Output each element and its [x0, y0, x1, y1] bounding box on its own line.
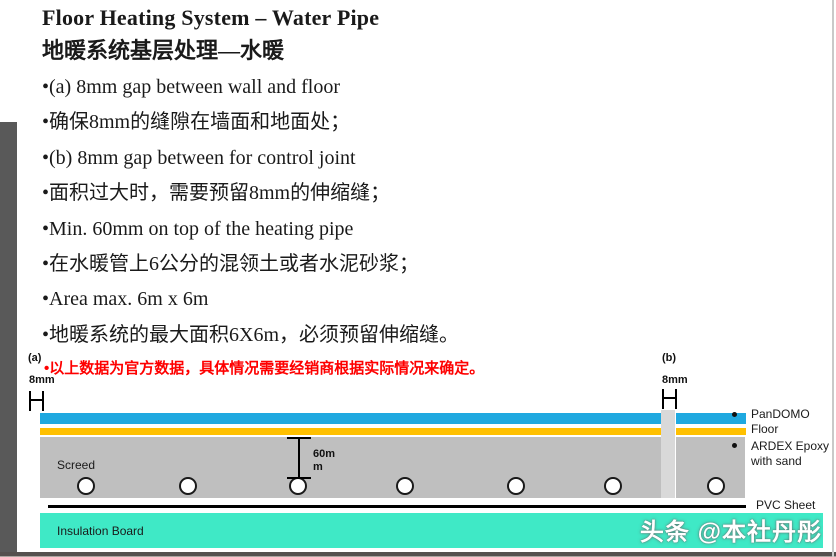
- slide-subtitle: 地暖系统基层处理—水暖: [42, 38, 285, 63]
- bullet-item: •Min. 60mm on top of the heating pipe: [42, 217, 354, 240]
- viewer-left-edge: [0, 122, 17, 552]
- heating-pipe: [707, 477, 725, 495]
- bullet-list: •(a) 8mm gap between wall and floor •确保8…: [42, 70, 459, 353]
- screed-layer: [40, 437, 661, 498]
- ardex-label-line2: with sand: [751, 454, 802, 468]
- heating-pipe: [77, 477, 95, 495]
- gap-a-size: 8mm: [29, 374, 55, 386]
- dim-60mm-label-line1: 60m: [313, 448, 336, 460]
- insulation-board-label: Insulation Board: [57, 524, 144, 538]
- dim-60mm-bottom-cap: [287, 477, 311, 479]
- bullet-item: •在水暖管上6公分的混领土或者水泥砂浆；: [42, 253, 420, 276]
- pandomo-floor-layer: [676, 413, 746, 424]
- viewer-right-edge: [832, 0, 834, 557]
- toutiao-watermark: 头条 @本社丹彤: [639, 519, 822, 546]
- slide-title: Floor Heating System – Water Pipe: [42, 5, 380, 30]
- bullet-item: •(b) 8mm gap between for control joint: [42, 146, 356, 169]
- bullet-item: •地暖系统的最大面积6X6m，必须预留伸缩缝。: [42, 323, 460, 346]
- dim-60mm-line: [298, 437, 300, 479]
- pandomo-label-line1: PanDOMO: [751, 407, 810, 421]
- legend-dot-ardex: [732, 443, 737, 448]
- gap-b-label: (b): [662, 352, 677, 364]
- pandomo-floor-layer: [40, 413, 661, 424]
- insulation-board-layer: [40, 513, 823, 548]
- dim-60mm-label: 60m m: [313, 448, 335, 474]
- ardex-epoxy-layer: [40, 428, 661, 435]
- screed-label: Screed: [57, 458, 96, 472]
- dim-60mm-label-line2: m: [313, 461, 323, 473]
- heating-pipe: [507, 477, 525, 495]
- ardex-label-line1: ARDEX Epoxy: [751, 439, 830, 453]
- bullet-item: •面积过大时，需要预留8mm的伸缩缝；: [42, 182, 391, 205]
- disclaimer-note: •以上数据为官方数据，具体情况需要经销商根据实际情况来确定。: [44, 360, 485, 377]
- heating-pipe: [396, 477, 414, 495]
- ardex-epoxy-layer: [676, 428, 746, 435]
- heating-pipe: [289, 477, 307, 495]
- control-joint-strip: [661, 410, 675, 498]
- gap-a-label: (a): [28, 352, 42, 364]
- heating-pipe: [604, 477, 622, 495]
- gap-a-dimension-marker: [29, 391, 44, 411]
- bullet-item: •(a) 8mm gap between wall and floor: [42, 76, 341, 98]
- pandomo-label-line2: Floor: [751, 422, 779, 436]
- pvc-sheet-line: [48, 505, 746, 508]
- gap-b-size: 8mm: [662, 374, 688, 386]
- heating-pipe: [179, 477, 197, 495]
- pvc-sheet-label: PVC Sheet: [756, 498, 816, 512]
- legend-dot-pandomo: [732, 412, 737, 417]
- gap-b-dimension-marker: [662, 389, 677, 409]
- bullet-item: •确保8mm的缝隙在墙面和地面处；: [42, 111, 351, 134]
- bullet-item: •Area max. 6m x 6m: [42, 288, 209, 311]
- viewer-bottom-edge: [0, 552, 836, 557]
